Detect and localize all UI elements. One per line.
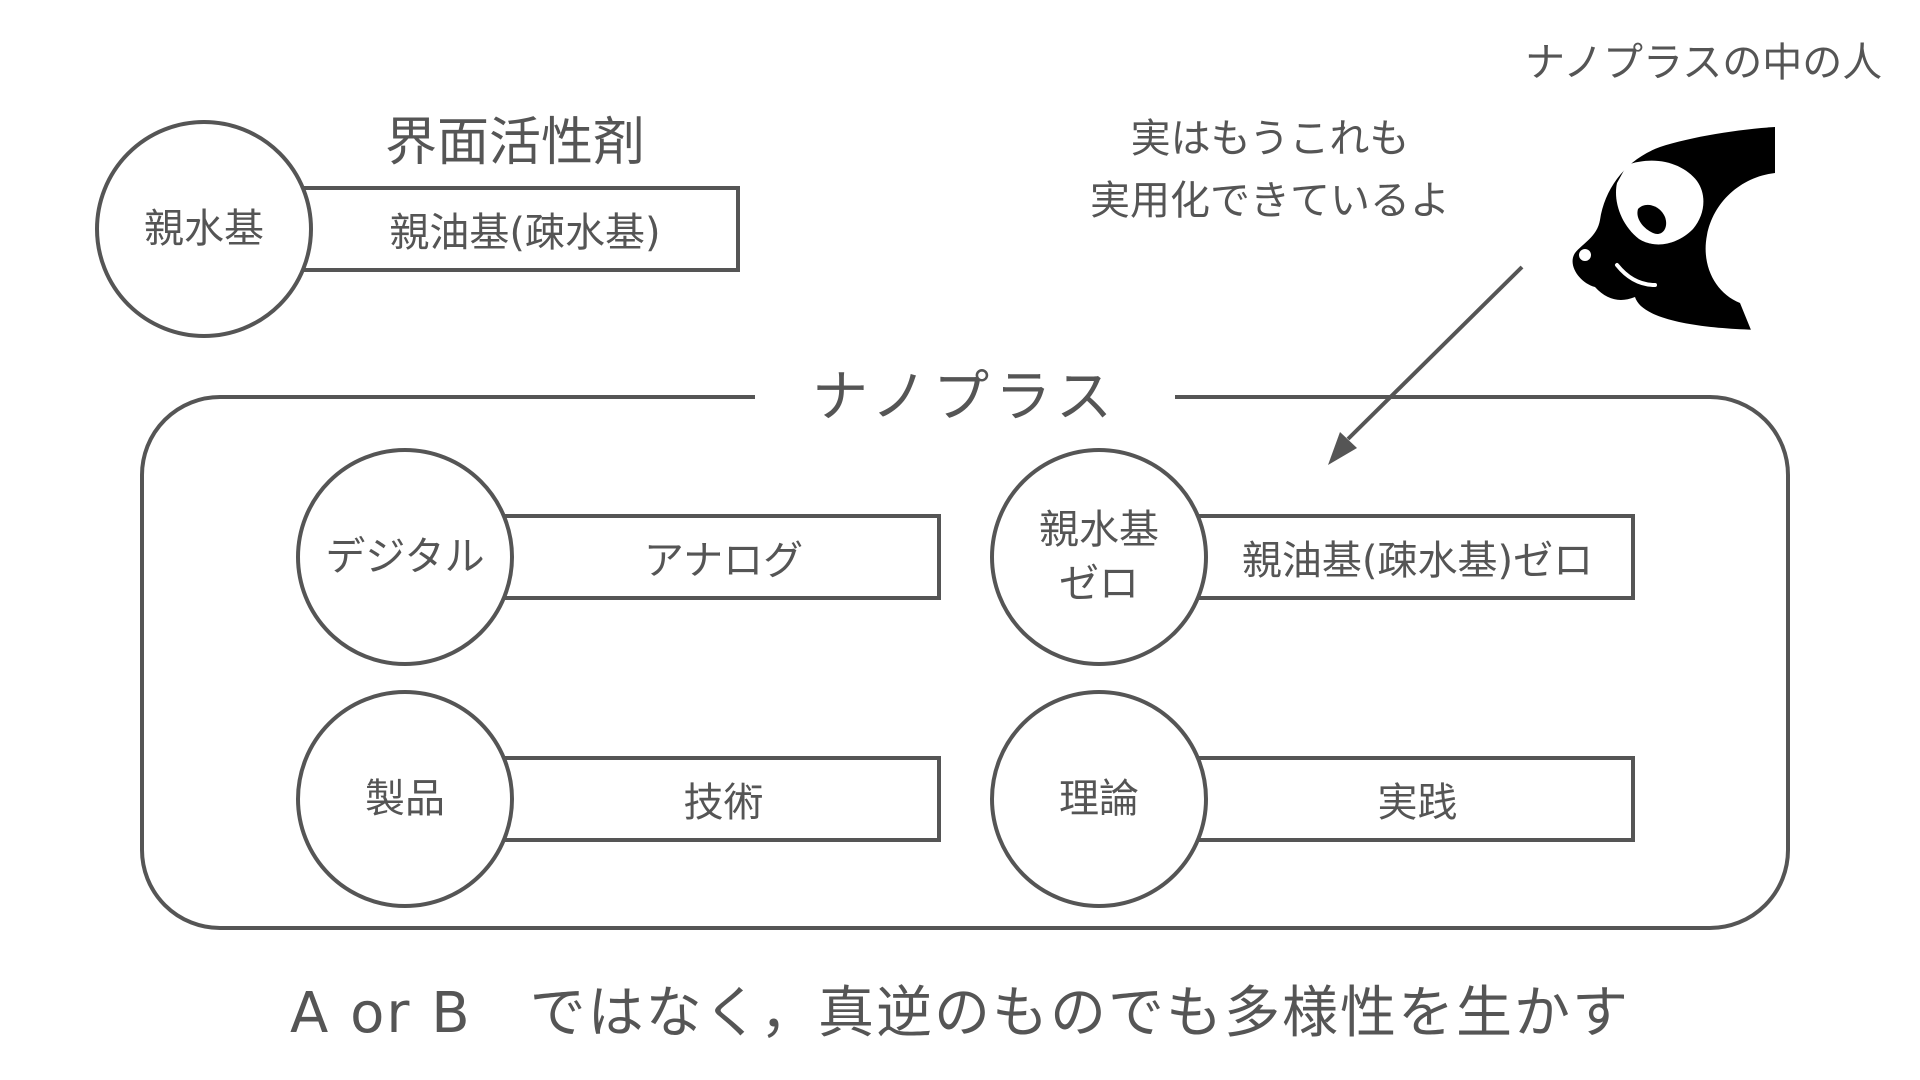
pair-tail-label: アナログ	[643, 538, 804, 584]
pair-head-circle: デジタル	[296, 448, 514, 666]
pair-head-label: デジタル	[325, 534, 485, 580]
pair-head-circle: 親水基 ゼロ	[990, 448, 1208, 666]
pair-tail-bar: アナログ	[496, 514, 941, 600]
hydrophobic-tail-bar: 親油基(疎水基)	[300, 186, 740, 272]
nanoplus-title: ナノプラス	[811, 365, 1119, 430]
pair-tail-label: 技術	[683, 780, 764, 826]
pair-head-label-line-1: 親水基	[1039, 507, 1159, 553]
pair-head-circle: 製品	[296, 690, 514, 908]
pair-tail-bar: 親油基(疎水基)ゼロ	[1190, 514, 1635, 600]
pointer-arrow	[1328, 265, 1524, 465]
speech-line-1: 実はもうこれも	[1130, 116, 1410, 162]
pair-tail-label: 親油基(疎水基)ゼロ	[1241, 538, 1594, 584]
pointer-arrow-head	[1328, 432, 1357, 465]
hydrophobic-tail-label: 親油基(疎水基)	[389, 210, 661, 256]
panda-icon	[1572, 127, 1775, 330]
pair-tail-bar: 技術	[496, 756, 941, 842]
pair-tail-label: 実践	[1377, 780, 1458, 826]
hydrophilic-head-label: 親水基	[144, 206, 264, 252]
pair-head-circle: 理論	[990, 690, 1208, 908]
mascot-caption: ナノプラスの中の人	[1525, 40, 1883, 86]
hydrophilic-head-circle: 親水基	[95, 120, 313, 338]
surfactant-title: 界面活性剤	[385, 113, 646, 173]
pair-head-label: 製品	[365, 776, 445, 822]
nanoplus-frame-gap	[755, 380, 1175, 420]
speech-line-2: 実用化できているよ	[1090, 178, 1450, 224]
pointer-arrow-line	[1346, 265, 1524, 441]
speech-text: 実はもうこれも 実用化できているよ	[1070, 108, 1470, 232]
pair-head-label-line-2: ゼロ	[1059, 561, 1139, 607]
pair-head-label: 理論	[1059, 776, 1139, 822]
pair-tail-bar: 実践	[1190, 756, 1635, 842]
footer-statement: A or B ではなく，真逆のものでも多様性を生かす	[290, 981, 1630, 1046]
